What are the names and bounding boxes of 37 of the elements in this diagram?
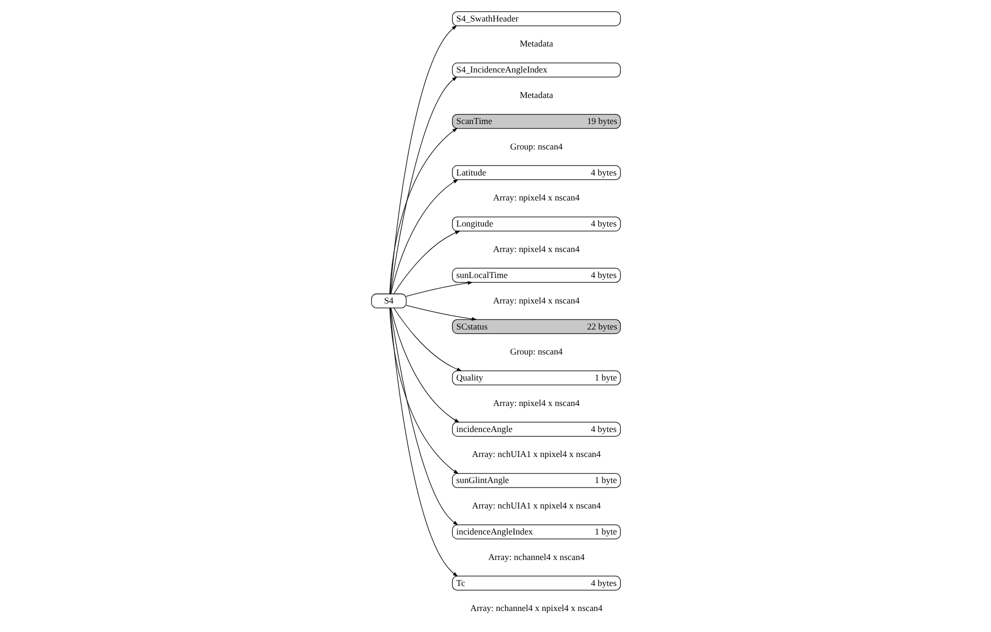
node-box: Longitude 4 bytes	[452, 216, 620, 232]
arrow	[389, 308, 458, 577]
node-label: Array: npixel4 x nscan4	[492, 295, 580, 306]
node-label: Metadata	[519, 90, 553, 100]
arrow	[393, 230, 460, 294]
node-box: S4_SwathHeader	[452, 11, 620, 26]
node-label: Array: npixel4 x nscan4	[492, 192, 580, 203]
node-box: S4	[370, 294, 406, 308]
node-label: Array: npixel4 x nscan4	[492, 244, 580, 254]
node-label: Group: nscan4	[510, 141, 562, 152]
node-label: Array: nchUIA1 x npixel4 x nscan4	[472, 500, 600, 511]
node-box: Latitude 4 bytes	[452, 165, 620, 180]
node-box: sunGlintAngle 1 byte	[452, 473, 620, 488]
node-label: Array: nchUIA1 x npixel4 x nscan4	[472, 449, 600, 460]
node-label: Array: nchannel4 x nscan4	[488, 552, 584, 562]
arrow	[388, 128, 458, 294]
node-label: Array: nchannel4 x npixel4 x nscan4	[470, 603, 602, 614]
node-label: Metadata	[519, 38, 553, 49]
arrow	[388, 308, 458, 474]
arrow	[389, 25, 457, 294]
arrow	[390, 308, 458, 526]
node-box: Tc 4 bytes	[452, 576, 620, 591]
arrow	[393, 308, 462, 372]
node-box: S4_IncidenceAngleIndex	[452, 62, 620, 78]
node-box: SCstatus 22 bytes	[452, 319, 620, 334]
arrow	[390, 179, 458, 294]
node-box: ScanTime 19 bytes	[452, 114, 620, 129]
node-label: Group: nscan4	[510, 346, 562, 357]
arrow	[405, 281, 472, 297]
arrow	[390, 76, 457, 294]
node-box: Quality 1 byte	[452, 370, 620, 386]
node-box: sunLocalTime 4 bytes	[452, 268, 620, 283]
arrow	[390, 308, 460, 423]
node-label: Array: npixel4 x nscan4	[492, 398, 580, 408]
node-box: incidenceAngle 4 bytes	[452, 422, 620, 437]
arrow	[405, 305, 476, 321]
node-box: incidenceAngleIndex 1 byte	[452, 524, 620, 540]
